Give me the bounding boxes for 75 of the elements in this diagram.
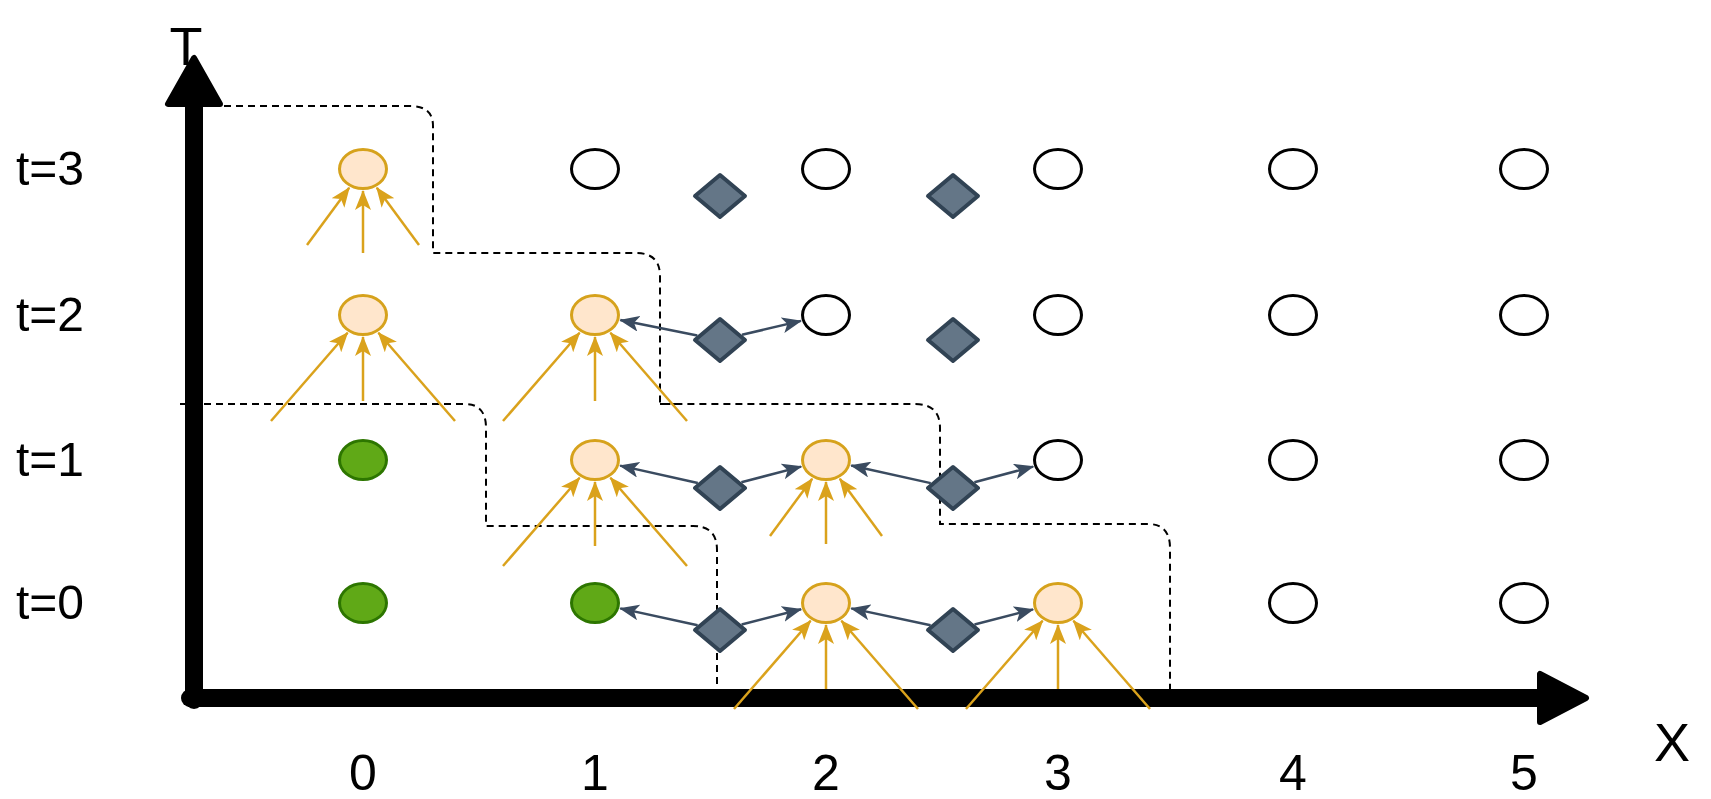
circle-node — [1033, 148, 1083, 190]
arrow — [850, 604, 931, 627]
tick-label: 5 — [1510, 748, 1538, 798]
arrow — [1050, 624, 1066, 689]
circle-node — [1033, 294, 1083, 336]
circle-node — [1499, 582, 1549, 624]
circle-node — [1268, 582, 1318, 624]
arrow — [741, 606, 803, 626]
circle-node — [801, 582, 851, 624]
diamond-node — [692, 464, 748, 512]
tick-label: 4 — [1279, 748, 1307, 798]
circle-node — [338, 582, 388, 624]
arrow — [306, 186, 351, 246]
arrow — [619, 461, 699, 485]
circle-node — [338, 148, 388, 190]
tick-label: 2 — [812, 748, 840, 798]
arrow — [733, 619, 812, 710]
circle-node — [338, 439, 388, 481]
arrow — [741, 463, 803, 484]
arrow — [840, 619, 919, 710]
circle-node — [801, 148, 851, 190]
arrow — [974, 606, 1035, 626]
circle-node — [1033, 582, 1083, 624]
circle-node — [1033, 439, 1083, 481]
circle-node — [1268, 294, 1318, 336]
arrow — [769, 477, 814, 537]
tick-label: t=3 — [16, 145, 85, 193]
arrow — [818, 624, 834, 689]
arrow — [741, 317, 802, 336]
arrow — [609, 331, 688, 422]
arrow — [838, 477, 883, 537]
arrow — [502, 476, 581, 567]
arrow — [818, 481, 834, 544]
circle-node — [1268, 148, 1318, 190]
diamond-node — [925, 316, 981, 364]
diamond-node — [925, 172, 981, 220]
arrow — [965, 619, 1044, 710]
arrow — [1072, 619, 1151, 710]
arrow — [502, 331, 581, 422]
circle-node — [1499, 439, 1549, 481]
axis-label: X — [1654, 715, 1690, 769]
circle-node — [570, 294, 620, 336]
arrow — [609, 476, 688, 567]
circle-node — [1268, 439, 1318, 481]
diamond-node — [692, 172, 748, 220]
diamond-node — [925, 606, 981, 654]
tick-label: 3 — [1044, 748, 1072, 798]
circle-node — [338, 294, 388, 336]
circle-node — [1499, 294, 1549, 336]
arrow — [619, 604, 698, 627]
diamond-node — [692, 606, 748, 654]
diamond-node — [925, 464, 981, 512]
tick-label: 1 — [581, 748, 609, 798]
circle-node — [1499, 148, 1549, 190]
circle-node — [570, 439, 620, 481]
diamond-node — [692, 316, 748, 364]
tick-label: t=0 — [16, 579, 85, 627]
arrow — [377, 331, 456, 422]
circle-node — [570, 582, 620, 624]
arrow — [375, 186, 420, 246]
circle-node — [570, 148, 620, 190]
arrow — [619, 316, 698, 337]
tick-label: t=1 — [16, 436, 85, 484]
arrow — [587, 336, 603, 401]
tick-label: 0 — [349, 748, 377, 798]
arrow — [355, 336, 371, 401]
arrow — [270, 331, 349, 422]
arrow — [850, 461, 931, 485]
arrow — [587, 481, 603, 546]
circle-node — [801, 294, 851, 336]
tick-label: t=2 — [16, 291, 85, 339]
arrow — [974, 463, 1035, 484]
circle-node — [801, 439, 851, 481]
axis-label: T — [169, 19, 203, 73]
arrow — [355, 190, 371, 253]
